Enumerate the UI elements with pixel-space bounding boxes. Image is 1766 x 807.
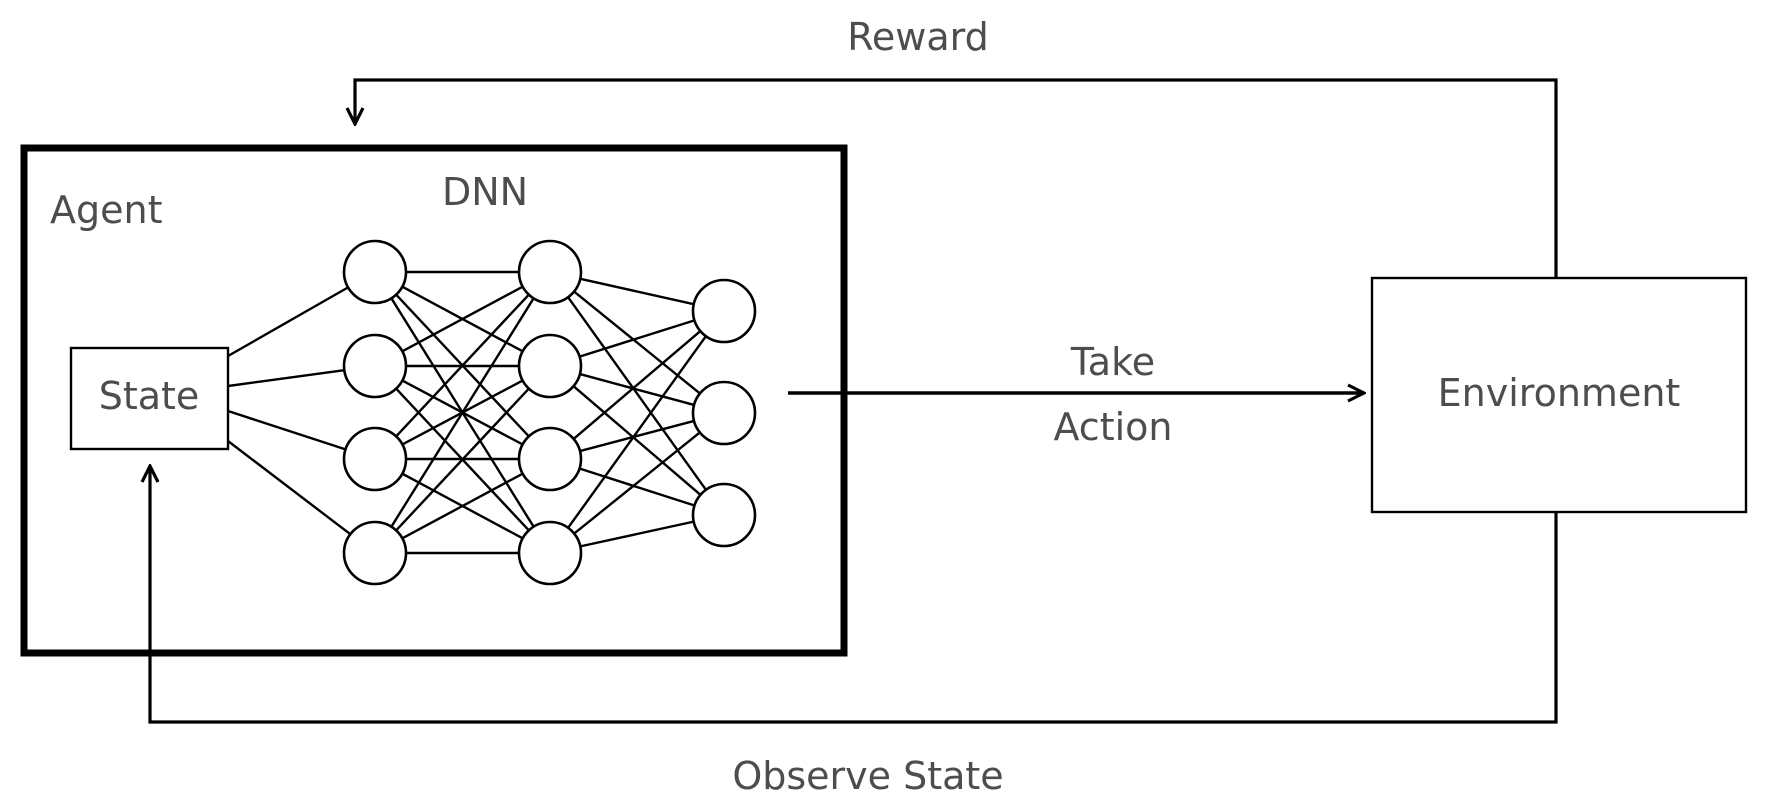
network-edge xyxy=(579,419,695,453)
network-nodes xyxy=(342,239,757,586)
state-to-input-edge xyxy=(227,409,346,451)
network-node-layer-2 xyxy=(517,520,583,586)
environment-label: Environment xyxy=(1438,371,1681,415)
state-to-input-edge xyxy=(227,440,352,536)
network-edge xyxy=(580,520,694,548)
network-edge xyxy=(573,431,701,535)
network-connections xyxy=(227,270,707,555)
network-edge xyxy=(579,372,695,407)
network-node-layer-1 xyxy=(342,520,408,586)
network-node-layer-1 xyxy=(342,426,408,492)
network-edge xyxy=(573,290,701,395)
network-node-layer-1 xyxy=(342,239,408,305)
reward-label: Reward xyxy=(847,15,989,59)
network-edge xyxy=(579,467,695,507)
network-node-layer-2 xyxy=(517,426,583,492)
agent-box xyxy=(20,144,848,657)
network-edge xyxy=(401,472,524,540)
network-edge xyxy=(572,385,702,496)
take-action-label-line1: Take xyxy=(1070,340,1155,384)
network-edge xyxy=(572,330,702,440)
network-node-layer-3 xyxy=(691,278,757,344)
network-node-layer-2 xyxy=(517,239,583,305)
network-node-layer-3 xyxy=(691,380,757,446)
observe-state-label: Observe State xyxy=(732,754,1003,798)
observe-state-arrow xyxy=(150,466,1558,724)
agent-label: Agent xyxy=(50,188,162,232)
network-edge xyxy=(579,277,695,306)
environment-box xyxy=(1370,276,1748,514)
network-edge xyxy=(579,319,695,358)
network-edge xyxy=(395,293,530,438)
network-edge xyxy=(395,387,530,532)
dnn-label: DNN xyxy=(442,170,528,214)
state-box xyxy=(69,346,230,451)
network-node-layer-3 xyxy=(691,482,757,548)
network-edge xyxy=(567,296,707,491)
take-action-label-line2: Action xyxy=(1053,405,1172,449)
network-node-layer-1 xyxy=(342,333,408,399)
network-edge xyxy=(401,285,524,353)
network-node-layer-2 xyxy=(517,333,583,399)
reward-arrow xyxy=(355,78,1558,278)
state-label: State xyxy=(99,374,200,418)
state-to-input-edge xyxy=(227,286,349,358)
network-edge xyxy=(567,335,707,529)
network-edge xyxy=(390,297,535,528)
state-to-input-edge xyxy=(227,368,345,388)
